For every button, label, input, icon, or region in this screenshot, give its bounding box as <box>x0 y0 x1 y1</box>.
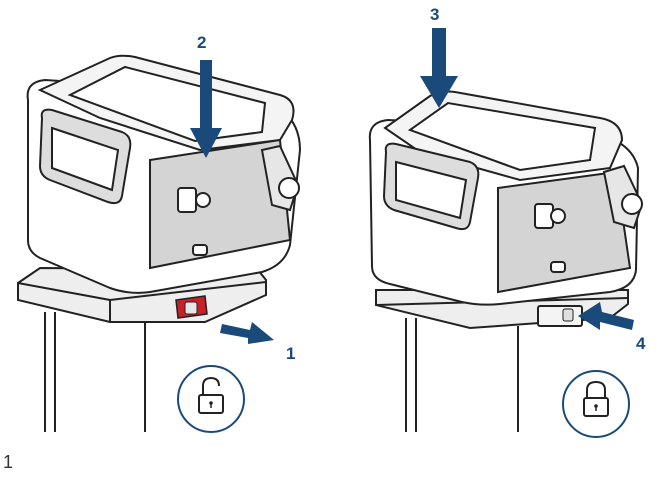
left-stand-pole <box>44 312 146 432</box>
right-stand-pole <box>405 318 519 432</box>
unlocked-padlock-icon <box>177 365 245 433</box>
locked-padlock-icon <box>562 370 630 438</box>
step-3-arrow <box>420 28 458 108</box>
figure-number: 1 <box>3 452 14 472</box>
step-2-arrow <box>190 60 222 158</box>
step-3-label: 3 <box>430 5 439 24</box>
right-mount-base <box>375 289 629 330</box>
step-1-arrow <box>220 322 274 344</box>
left-red-latch <box>175 295 208 319</box>
left-device <box>26 54 302 294</box>
step-1-label: 1 <box>286 344 295 363</box>
step-4-label: 4 <box>636 334 646 353</box>
left-scene: 2 1 <box>17 33 302 433</box>
step-4-arrow <box>578 302 634 330</box>
right-scene: 3 4 <box>368 5 646 438</box>
right-device <box>368 90 644 306</box>
step-2-label: 2 <box>197 33 206 52</box>
